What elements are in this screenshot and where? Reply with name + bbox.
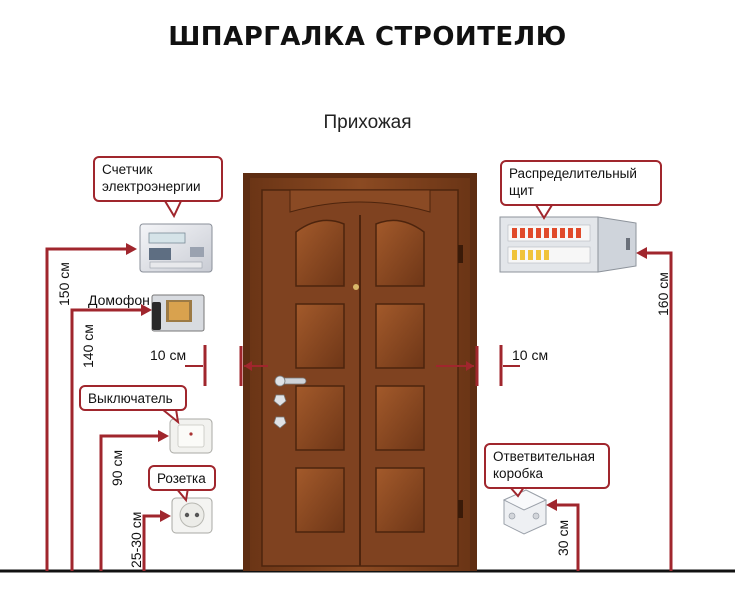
label-gap-right: 10 см (512, 347, 549, 363)
light-switch (169, 418, 213, 454)
distribution-panel (499, 216, 637, 273)
height-label-socket: 25-30 см (128, 511, 144, 568)
electric-meter (139, 223, 213, 273)
panel-callout-pointer (534, 204, 554, 220)
label-intercom: Домофон (88, 292, 150, 308)
height-line-junction (555, 503, 580, 571)
height-label-panel: 160 см (655, 272, 671, 316)
height-line-switch (99, 434, 160, 571)
gap-marker-right (436, 345, 520, 386)
callout-panel-line2: щит (509, 183, 534, 198)
callout-switch: Выключатель (79, 385, 187, 411)
height-line-intercom (70, 308, 143, 571)
callout-socket-label: Розетка (157, 471, 206, 486)
page-title: ШПАРГАЛКА СТРОИТЕЛЮ (168, 22, 567, 52)
height-line-socket (142, 514, 162, 571)
arrow-socket (160, 510, 171, 522)
arrow-switch (158, 430, 169, 442)
arrow-meter (126, 243, 137, 255)
callout-socket: Розетка (148, 465, 216, 491)
arrow-junction (546, 499, 557, 511)
callout-junction-line1: Ответвительная (493, 449, 595, 464)
height-line-panel (645, 251, 673, 571)
height-label-junction: 30 см (555, 519, 571, 556)
meter-callout-pointer (163, 200, 183, 219)
callout-meter-line1: Счетчик (102, 162, 153, 177)
callout-panel: Распределительный щит (500, 160, 662, 206)
height-label-switch: 90 см (109, 449, 125, 486)
callout-meter: Счетчик электроэнергии (93, 156, 223, 202)
callout-panel-line1: Распределительный (509, 166, 637, 181)
callout-junction-line2: коробка (493, 466, 544, 481)
intercom-unit (151, 294, 205, 332)
callout-meter-line2: электроэнергии (102, 179, 201, 194)
room-subtitle: Прихожая (323, 112, 412, 133)
height-label-meter: 150 см (56, 262, 72, 306)
junction-box (502, 489, 548, 535)
arrow-panel (636, 247, 647, 259)
gap-marker-left (185, 345, 268, 386)
door (243, 173, 477, 571)
height-label-intercom: 140 см (80, 324, 96, 368)
callout-switch-label: Выключатель (88, 391, 173, 406)
height-line-meter (45, 247, 128, 571)
label-gap-left: 10 см (150, 347, 187, 363)
power-socket (171, 497, 213, 534)
callout-junction: Ответвительная коробка (484, 443, 610, 489)
arrow-intercom (141, 304, 152, 316)
